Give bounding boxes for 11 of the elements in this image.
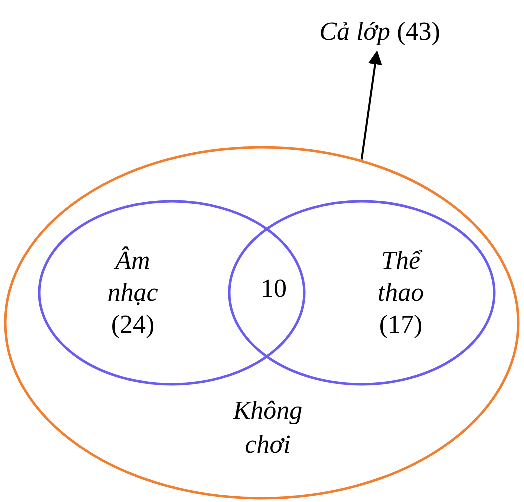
- set-count: (24): [110, 309, 156, 341]
- arrow: [360, 50, 382, 160]
- set-circle: [38, 200, 306, 386]
- set-circle: [228, 200, 496, 386]
- caption-label: Cả lớp (43): [300, 12, 460, 52]
- region-label: Không chơi: [232, 395, 304, 461]
- count-label: 10: [260, 273, 288, 305]
- set-name: Âm nhạc: [106, 245, 160, 309]
- set-count: (17): [378, 309, 424, 341]
- set-name: Thể thao: [376, 245, 426, 309]
- set-ellipse: [4, 146, 520, 500]
